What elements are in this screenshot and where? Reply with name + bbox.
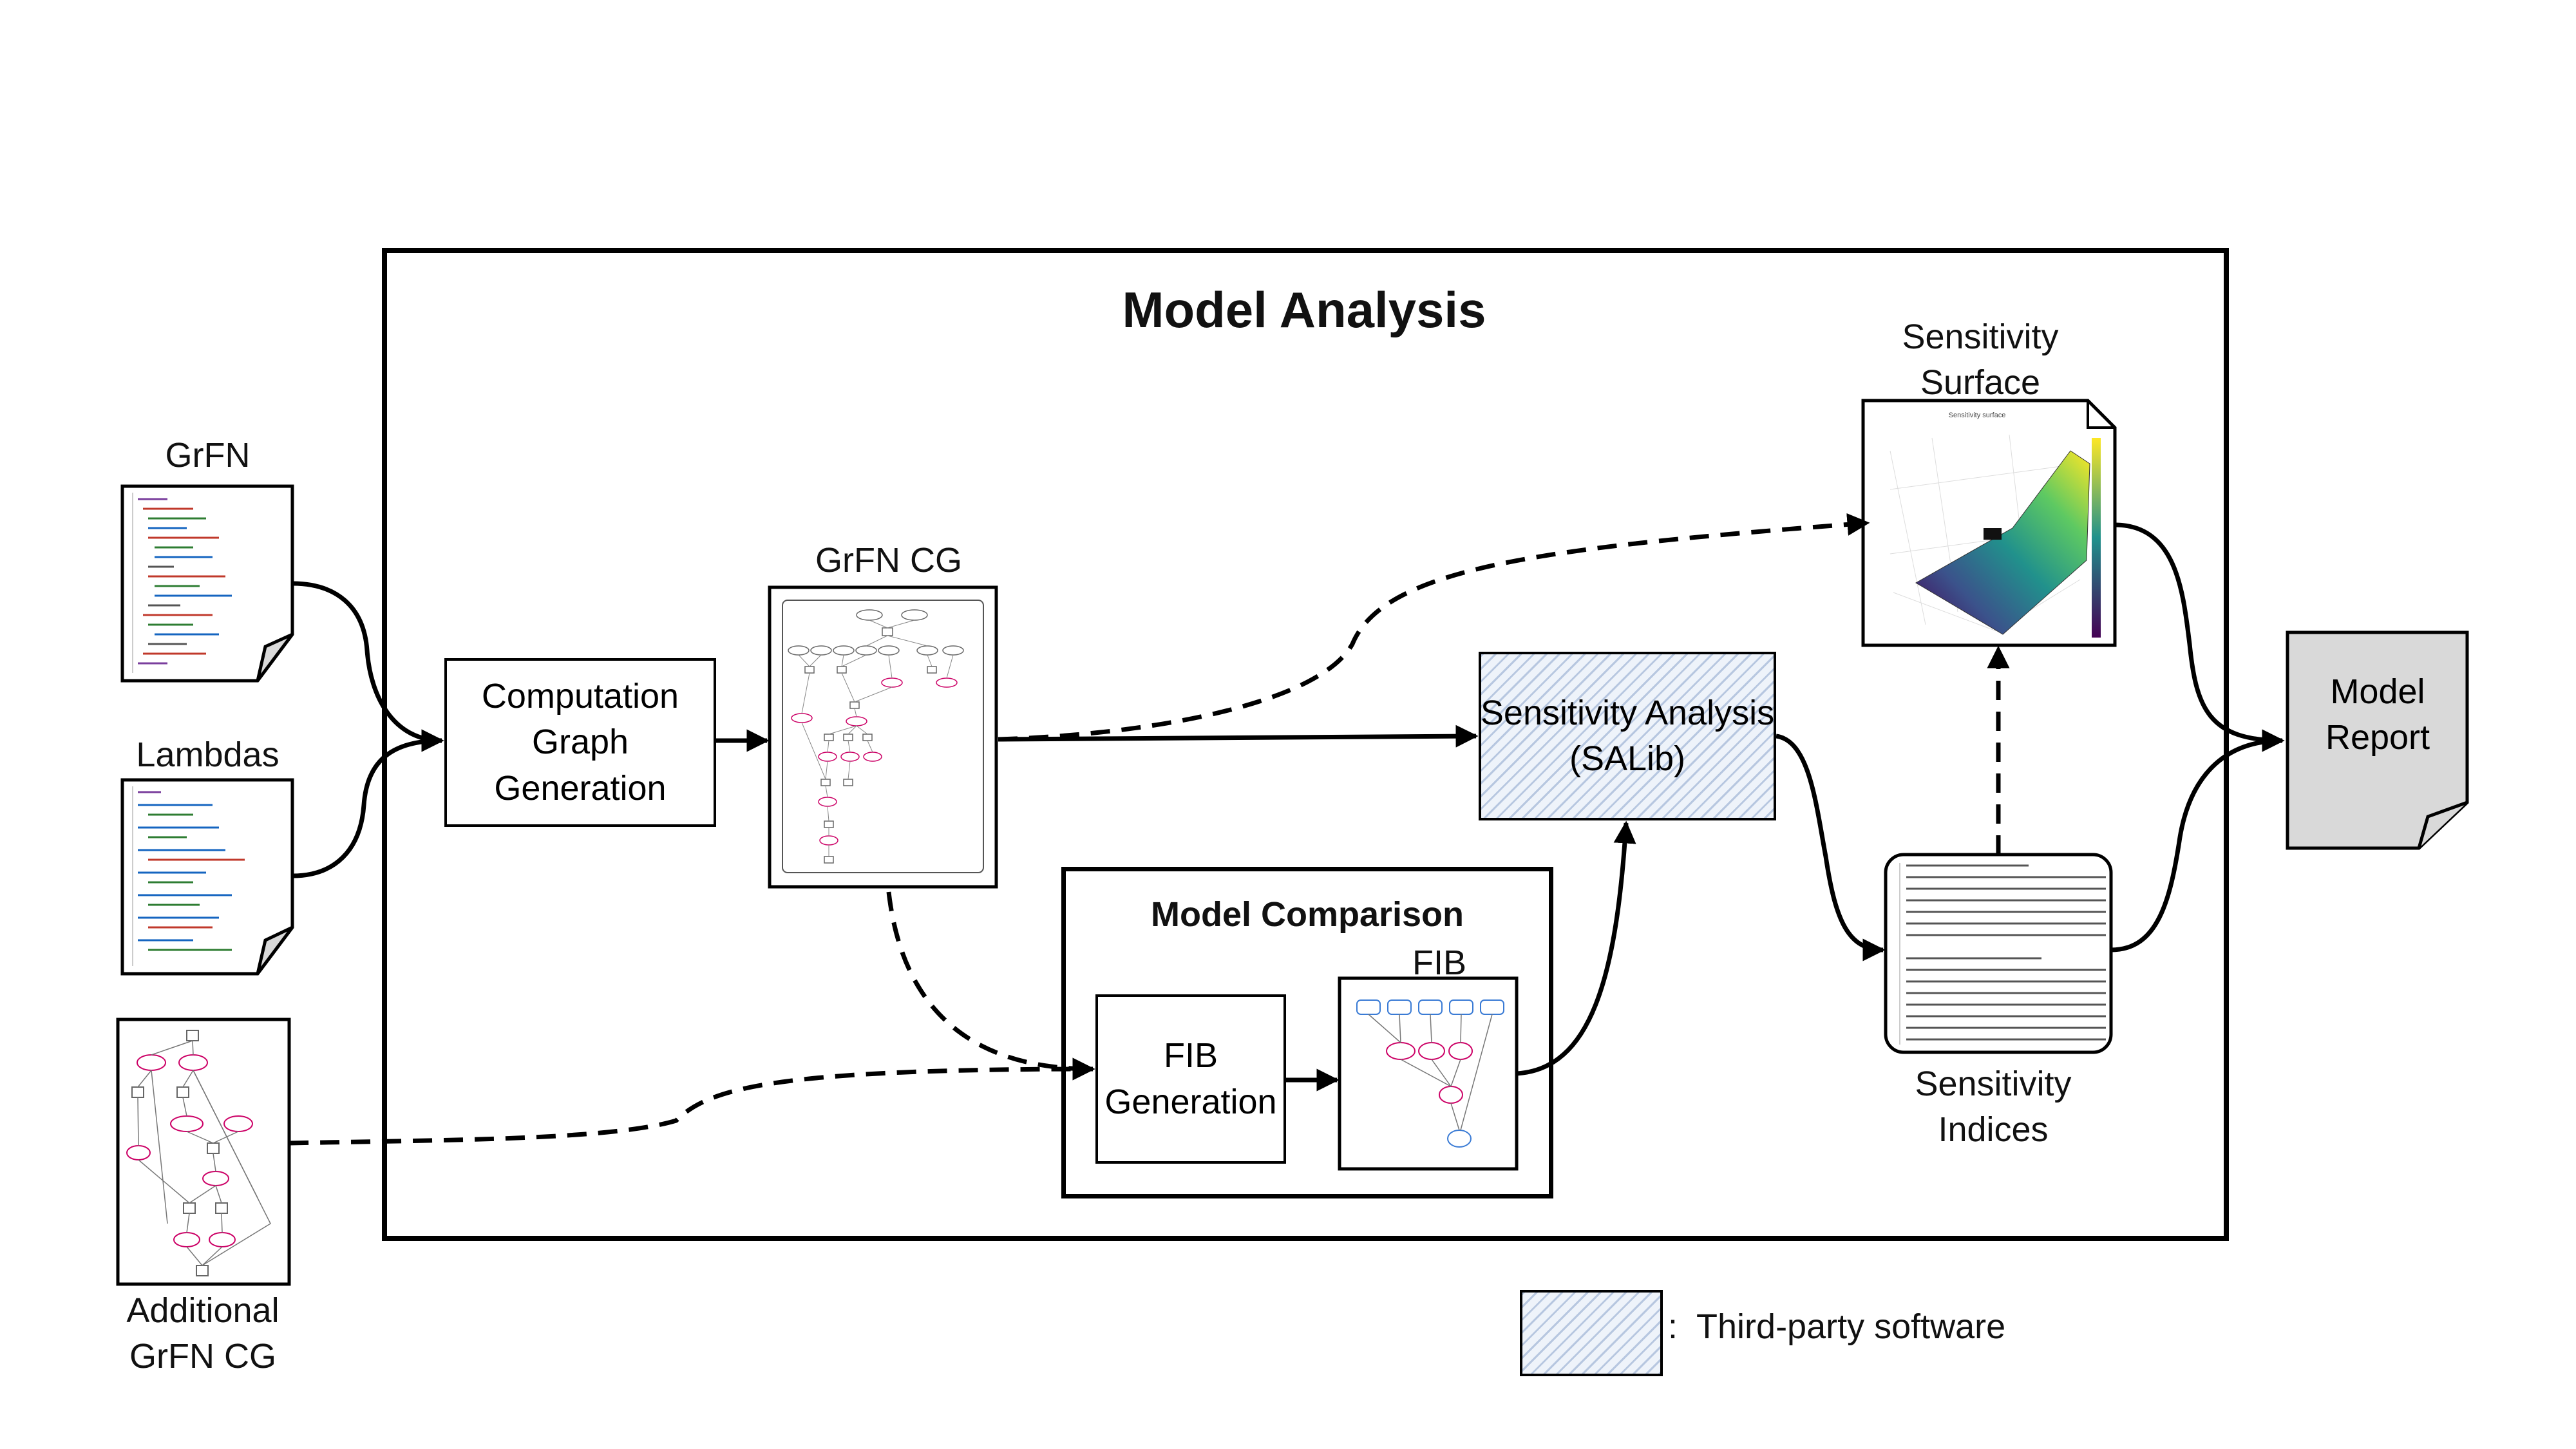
sensitivity-analysis-label: Sensitivity Analysis (SALib) [1480,693,1775,778]
arrow-indices-to-report [2110,729,2285,952]
arrow-fib-to-sa [1516,820,1636,1076]
arrow-lambdas-to-cg [292,729,444,878]
model-comparison-title: Model Comparison [1150,895,1464,934]
sensitivity-surface-thumbnail: Sensitivity surface [1861,399,2117,647]
fib-thumbnail [1338,976,1519,1171]
computation-graph-generation-box [444,658,716,827]
sensitivity-surface-label: Sensitivity Surface [1902,317,2059,402]
arrow-grfncg-to-fibgen-dashed [886,891,1095,1081]
sensitivity-indices-thumbnail [1884,853,2113,1054]
grfn-cg-thumbnail [768,585,998,889]
arrow-surface-to-report [2114,522,2285,752]
fib-generation-label: FIB Generation [1104,1036,1277,1121]
additional-grfn-cg-label: Additional GrFN CG [126,1291,279,1376]
model-report-label: Model Report [2325,672,2430,757]
arrow-additional-to-fibgen-dashed [289,1057,1095,1146]
sensitivity-indices-label: Sensitivity Indices [1915,1065,2072,1150]
fib-label: FIB [1412,943,1466,982]
grfn-document-icon [120,484,294,683]
grfn-cg-label: GrFN CG [815,541,962,580]
model-report-shape [2286,630,2469,850]
fib-generation-box [1095,994,1286,1164]
additional-grfn-cg-thumbnail [116,1018,291,1286]
arrow-grfncg-to-surface-dashed [998,513,1870,742]
legend-hatch-swatch [1520,1290,1663,1376]
grfn-label: GrFN [165,436,251,475]
svg-text:Sensitivity surface: Sensitivity surface [1949,412,2006,419]
arrow-sa-to-indices [1776,734,1886,961]
arrow-grfn-to-cg [292,581,444,752]
model-analysis-title: Model Analysis [1122,281,1486,338]
arrow-grfncg-to-sa [998,724,1479,748]
legend-label: : Third-party software [1668,1307,2006,1346]
lambdas-label: Lambdas [136,735,279,774]
sensitivity-analysis-box [1479,652,1776,820]
lambdas-document-icon [120,778,294,976]
computation-graph-generation-label: Computation Graph Generation [481,677,679,808]
